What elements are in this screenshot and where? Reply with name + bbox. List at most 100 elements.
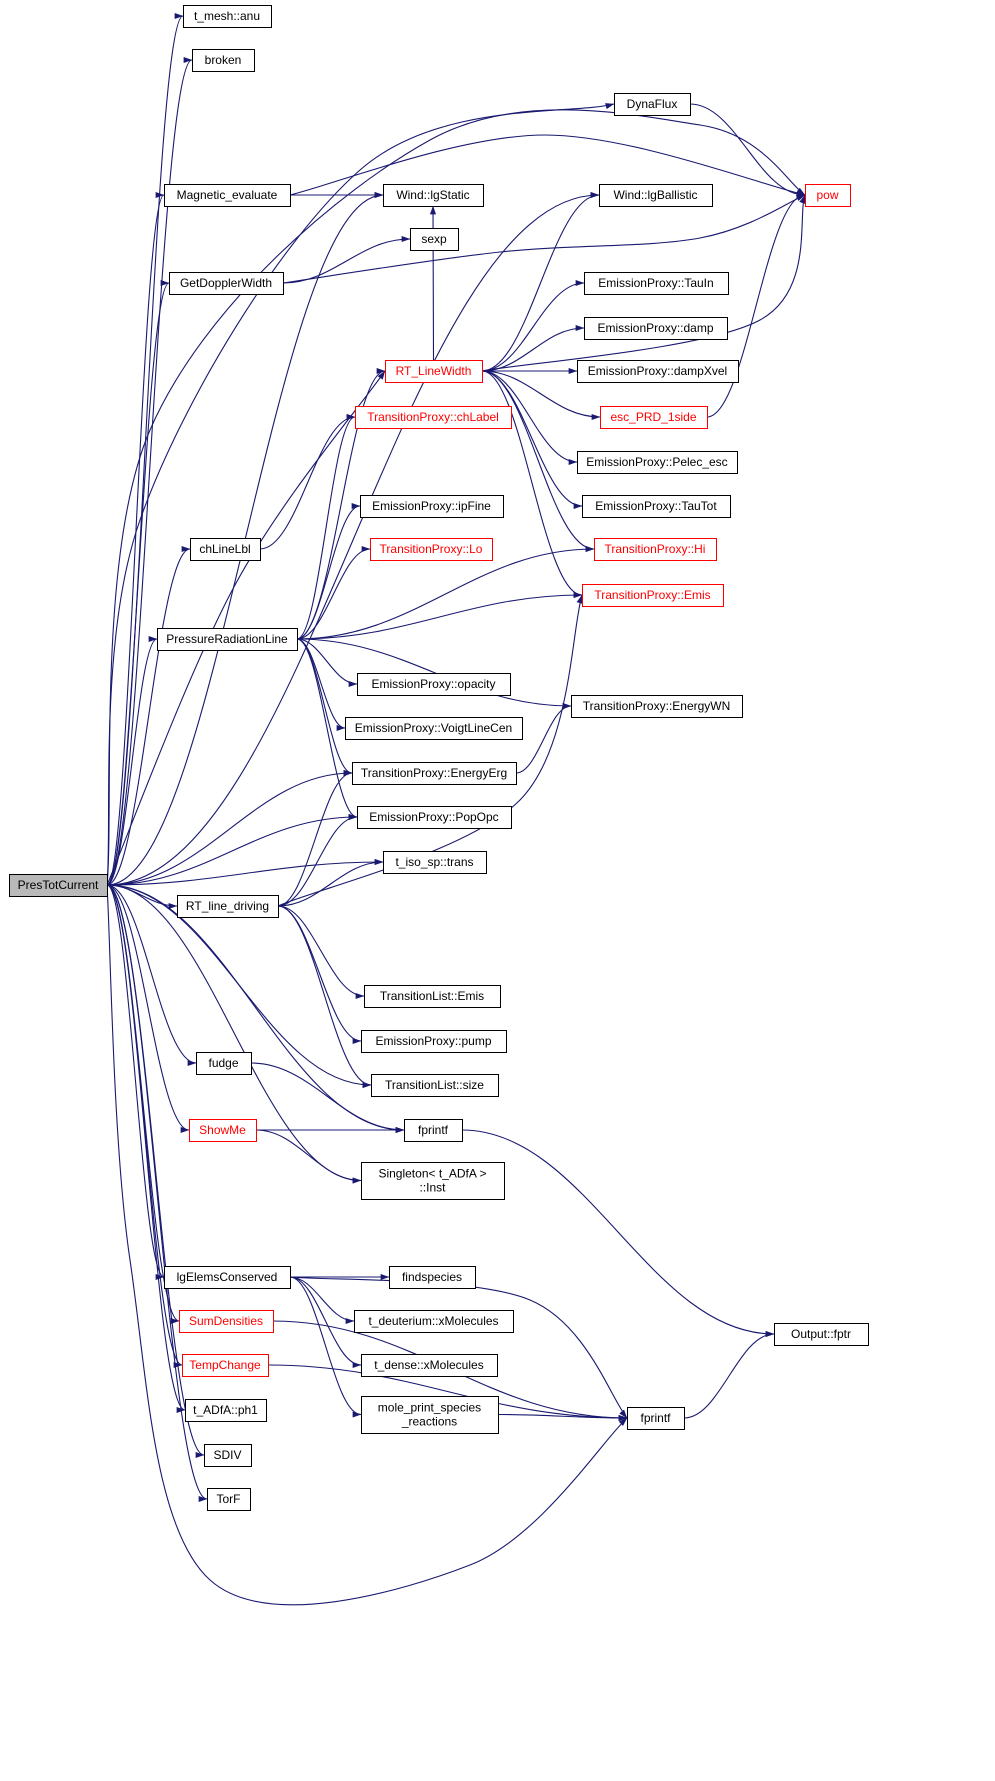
node-box (404, 1119, 463, 1142)
node-box (177, 895, 279, 918)
node-chLineLbl[interactable]: chLineLbl (190, 538, 261, 561)
edge-root-to-EnergyErg (106, 769, 353, 886)
node-t_dense_xMolecules[interactable]: t_dense::xMolecules (361, 1354, 498, 1377)
node-label: fudge (208, 1056, 238, 1070)
node-pump[interactable]: EmissionProxy::pump (361, 1030, 507, 1053)
edge-root-to-broken (106, 57, 193, 886)
edge-root-to-PopOpc (106, 813, 358, 886)
node-TempChange[interactable]: TempChange (182, 1354, 269, 1377)
node-anu[interactable]: t_mesh::anu (183, 5, 272, 28)
node-label: t_iso_sp::trans (395, 855, 473, 869)
node-fudge[interactable]: fudge (196, 1052, 252, 1075)
edge-PressureRadiationLine-to-Hi (296, 545, 595, 640)
node-box (385, 360, 483, 383)
node-Pelec_esc[interactable]: EmissionProxy::Pelec_esc (577, 451, 738, 474)
node-ShowMe[interactable]: ShowMe (189, 1119, 257, 1142)
node-box (627, 1407, 685, 1430)
node-EnergyErg[interactable]: TransitionProxy::EnergyErg (352, 762, 517, 785)
node-label: TransitionProxy::EnergyErg (361, 766, 507, 780)
node-t_deuterium_xMolecules[interactable]: t_deuterium::xMolecules (354, 1310, 514, 1333)
node-trans[interactable]: t_iso_sp::trans (383, 851, 487, 874)
node-label: SumDensities (189, 1314, 263, 1328)
edge-PressureRadiationLine-to-Lo (296, 545, 371, 640)
node-RT_LineWidth[interactable]: RT_LineWidth (385, 360, 483, 383)
edge-root-to-fprintf1 (106, 884, 405, 1134)
node-box (207, 1488, 251, 1511)
node-box (584, 272, 729, 295)
node-DynaFlux[interactable]: DynaFlux (614, 93, 691, 116)
node-box (352, 762, 517, 785)
node-label: TransitionProxy::Emis (594, 588, 710, 602)
node-findspecies[interactable]: findspecies (389, 1266, 476, 1289)
edge-root-to-lgElemsConserved (106, 884, 165, 1280)
edge-root-to-ShowMe (106, 884, 190, 1133)
node-box (371, 1074, 499, 1097)
edge-PressureRadiationLine-to-chLabel (296, 414, 356, 640)
node-box (774, 1323, 869, 1346)
node-Hi[interactable]: TransitionProxy::Hi (594, 538, 717, 561)
node-damp[interactable]: EmissionProxy::damp (584, 317, 728, 340)
node-TL_Emis[interactable]: TransitionList::Emis (364, 985, 501, 1008)
node-mole_print[interactable]: mole_print_species_reactions (361, 1396, 499, 1434)
node-label: EmissionProxy::ipFine (372, 499, 491, 513)
node-label: broken (205, 53, 242, 67)
node-ph1[interactable]: t_ADfA::ph1 (185, 1399, 267, 1422)
node-label: EmissionProxy::TauTot (595, 499, 717, 513)
node-lgStatic[interactable]: Wind::lgStatic (383, 184, 484, 207)
node-opacity[interactable]: EmissionProxy::opacity (357, 673, 511, 696)
node-box (364, 985, 501, 1008)
edge-lgElemsConserved-to-t_deuterium_xMolecules (289, 1276, 355, 1325)
node-root[interactable]: PresTotCurrent (9, 874, 108, 897)
node-EnergyWN[interactable]: TransitionProxy::EnergyWN (571, 695, 743, 718)
node-broken[interactable]: broken (192, 49, 255, 72)
edge-RT_line_driving-to-pump (277, 905, 362, 1045)
node-pow[interactable]: pow (805, 184, 851, 207)
node-box (582, 495, 731, 518)
node-Emis[interactable]: TransitionProxy::Emis (582, 584, 724, 607)
node-box (189, 1119, 257, 1142)
node-SDIV[interactable]: SDIV (204, 1444, 252, 1467)
node-Inst[interactable]: Singleton< t_ADfA >::Inst (361, 1162, 505, 1200)
node-TorF[interactable]: TorF (207, 1488, 251, 1511)
node-sexp[interactable]: sexp (410, 228, 459, 251)
node-label: Singleton< t_ADfA >::Inst (378, 1167, 486, 1195)
node-lgElemsConserved[interactable]: lgElemsConserved (164, 1266, 291, 1289)
node-SumDensities[interactable]: SumDensities (179, 1310, 274, 1333)
edge-RT_LineWidth-to-TauTot (481, 370, 583, 510)
node-esc_PRD_1side[interactable]: esc_PRD_1side (600, 406, 708, 429)
node-GetDopplerWidth[interactable]: GetDopplerWidth (169, 272, 284, 295)
node-chLabel[interactable]: TransitionProxy::chLabel (355, 406, 512, 429)
node-box (805, 184, 851, 207)
node-box (577, 451, 738, 474)
node-label: EmissionProxy::Pelec_esc (586, 455, 727, 469)
node-fptr[interactable]: Output::fptr (774, 1323, 869, 1346)
edge-PressureRadiationLine-to-opacity (296, 638, 358, 688)
edge-DynaFlux-to-pow (689, 103, 806, 199)
node-ipFine[interactable]: EmissionProxy::ipFine (360, 495, 504, 518)
node-TauTot[interactable]: EmissionProxy::TauTot (582, 495, 731, 518)
node-Magnetic_evaluate[interactable]: Magnetic_evaluate (164, 184, 291, 207)
node-fprintf1[interactable]: fprintf (404, 1119, 463, 1142)
node-box (360, 495, 504, 518)
node-label: Output::fptr (791, 1327, 851, 1341)
node-Lo[interactable]: TransitionProxy::Lo (370, 538, 493, 561)
node-box (600, 406, 708, 429)
node-lgBallistic[interactable]: Wind::lgBallistic (599, 184, 713, 207)
edge-RT_LineWidth-to-lgBallistic (481, 191, 600, 372)
node-PressureRadiationLine[interactable]: PressureRadiationLine (157, 628, 298, 651)
node-TL_size[interactable]: TransitionList::size (371, 1074, 499, 1097)
node-PopOpc[interactable]: EmissionProxy::PopOpc (357, 806, 512, 829)
edge-root-to-SumDensities (106, 884, 180, 1324)
node-box (614, 93, 691, 116)
node-box (357, 673, 511, 696)
edge-root-to-lgBallistic (106, 191, 600, 886)
edge-fprintf2-to-fptr (683, 1330, 775, 1419)
node-dampXvel[interactable]: EmissionProxy::dampXvel (577, 360, 739, 383)
node-fprintf2[interactable]: fprintf (627, 1407, 685, 1430)
edge-mole_print-to-fprintf2 (497, 1413, 628, 1422)
node-TauIn[interactable]: EmissionProxy::TauIn (584, 272, 729, 295)
node-RT_line_driving[interactable]: RT_line_driving (177, 895, 279, 918)
node-box (599, 184, 713, 207)
node-VoigtLineCen[interactable]: EmissionProxy::VoigtLineCen (345, 717, 523, 740)
